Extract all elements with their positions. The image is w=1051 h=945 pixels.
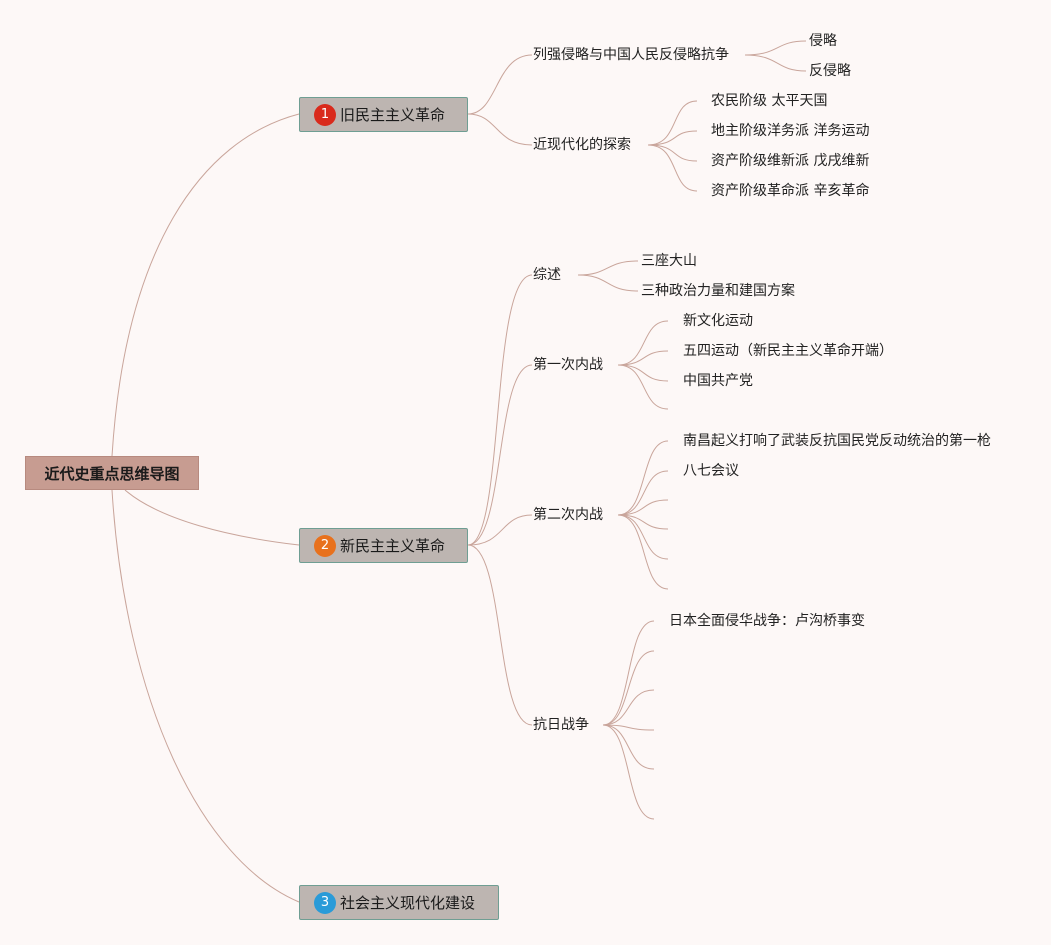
priority-2-icon: 2 [314,534,336,557]
topic-modernization-exploration[interactable]: 近现代化的探索 [533,137,631,153]
link-b1-t1 [467,54,533,115]
branch-label: 社会主义现代化建设 [340,894,476,912]
link-b2t2-i1 [617,320,669,366]
item-new-culture-movement[interactable]: 新文化运动 [683,313,753,329]
item-may-fourth-movement[interactable]: 五四运动（新民主主义革命开端） [683,343,893,359]
topic-anti-japanese-war[interactable]: 抗日战争 [533,717,589,733]
item-three-political-forces[interactable]: 三种政治力量和建国方案 [641,283,795,299]
item-three-mountains[interactable]: 三座大山 [641,253,697,269]
link-b2t3-i5 [617,514,669,560]
link-b2-t1 [467,274,533,546]
link-b1t1-i2 [744,54,807,72]
branch-label: 新民主主义革命 [340,537,446,555]
item-invasion[interactable]: 侵略 [809,33,837,49]
link-root-branch-1 [111,113,300,457]
topic-invasion-resistance[interactable]: 列强侵略与中国人民反侵略抗争 [533,47,729,63]
link-b2t3-i4 [617,514,669,530]
link-b1t2-i4 [647,144,698,192]
link-b2t2-i4 [617,364,669,410]
priority-1-icon: 1 [314,103,336,126]
item-august-seventh-meeting[interactable]: 八七会议 [683,463,739,479]
link-b2t4-i5 [602,724,655,770]
link-b2t1-i2 [577,274,639,292]
item-communist-party[interactable]: 中国共产党 [683,373,753,389]
priority-3-icon: 3 [314,891,336,914]
branch-new-democratic-revolution[interactable]: 2 新民主主义革命 [299,528,468,563]
branch-socialist-modernization[interactable]: 3 社会主义现代化建设 [299,885,499,920]
link-b2-t3 [467,514,533,546]
link-b2t2-i2 [617,350,669,366]
link-b2t3-i2 [617,470,669,516]
item-marco-polo-bridge[interactable]: 日本全面侵华战争：卢沟桥事变 [669,613,865,629]
link-b2t4-i3 [602,689,655,726]
item-peasant-class[interactable]: 农民阶级 太平天国 [711,93,828,109]
link-root-branch-3 [111,489,300,903]
item-reformist-bourgeoisie[interactable]: 资产阶级维新派 戊戌维新 [711,153,870,169]
topic-overview[interactable]: 综述 [533,267,561,283]
link-b2t1-i1 [577,260,639,276]
link-b2-t4 [467,544,533,726]
link-b2t3-i6 [617,514,669,590]
link-b2t4-i4 [602,724,655,731]
link-b2t3-i3 [617,499,669,516]
item-revolutionary-bourgeoisie[interactable]: 资产阶级革命派 辛亥革命 [711,183,870,199]
link-b1t2-i3 [647,144,698,162]
root-topic-label: 近代史重点思维导图 [44,464,180,483]
link-b2-t2 [467,364,533,546]
branch-old-democratic-revolution[interactable]: 1 旧民主主义革命 [299,97,468,132]
branch-label: 旧民主主义革命 [340,106,446,124]
link-b2t2-i3 [617,364,669,382]
link-b1-t2 [467,113,533,146]
link-b2t3-i1 [617,440,669,516]
root-topic[interactable]: 近代史重点思维导图 [25,456,199,490]
link-b1t2-i1 [647,100,698,146]
link-b1t2-i2 [647,130,698,146]
link-b2t4-i1 [602,620,655,726]
link-b1t1-i1 [744,40,807,56]
link-b2t4-i2 [602,650,655,726]
topic-second-civil-war[interactable]: 第二次内战 [533,507,603,523]
item-nanchang-uprising[interactable]: 南昌起义打响了武装反抗国民党反动统治的第一枪 [683,433,991,449]
link-root-branch-2 [124,489,300,546]
link-b2t4-i6 [602,724,655,820]
item-anti-invasion[interactable]: 反侵略 [809,63,851,79]
topic-first-civil-war[interactable]: 第一次内战 [533,357,603,373]
item-landlord-class[interactable]: 地主阶级洋务派 洋务运动 [711,123,870,139]
